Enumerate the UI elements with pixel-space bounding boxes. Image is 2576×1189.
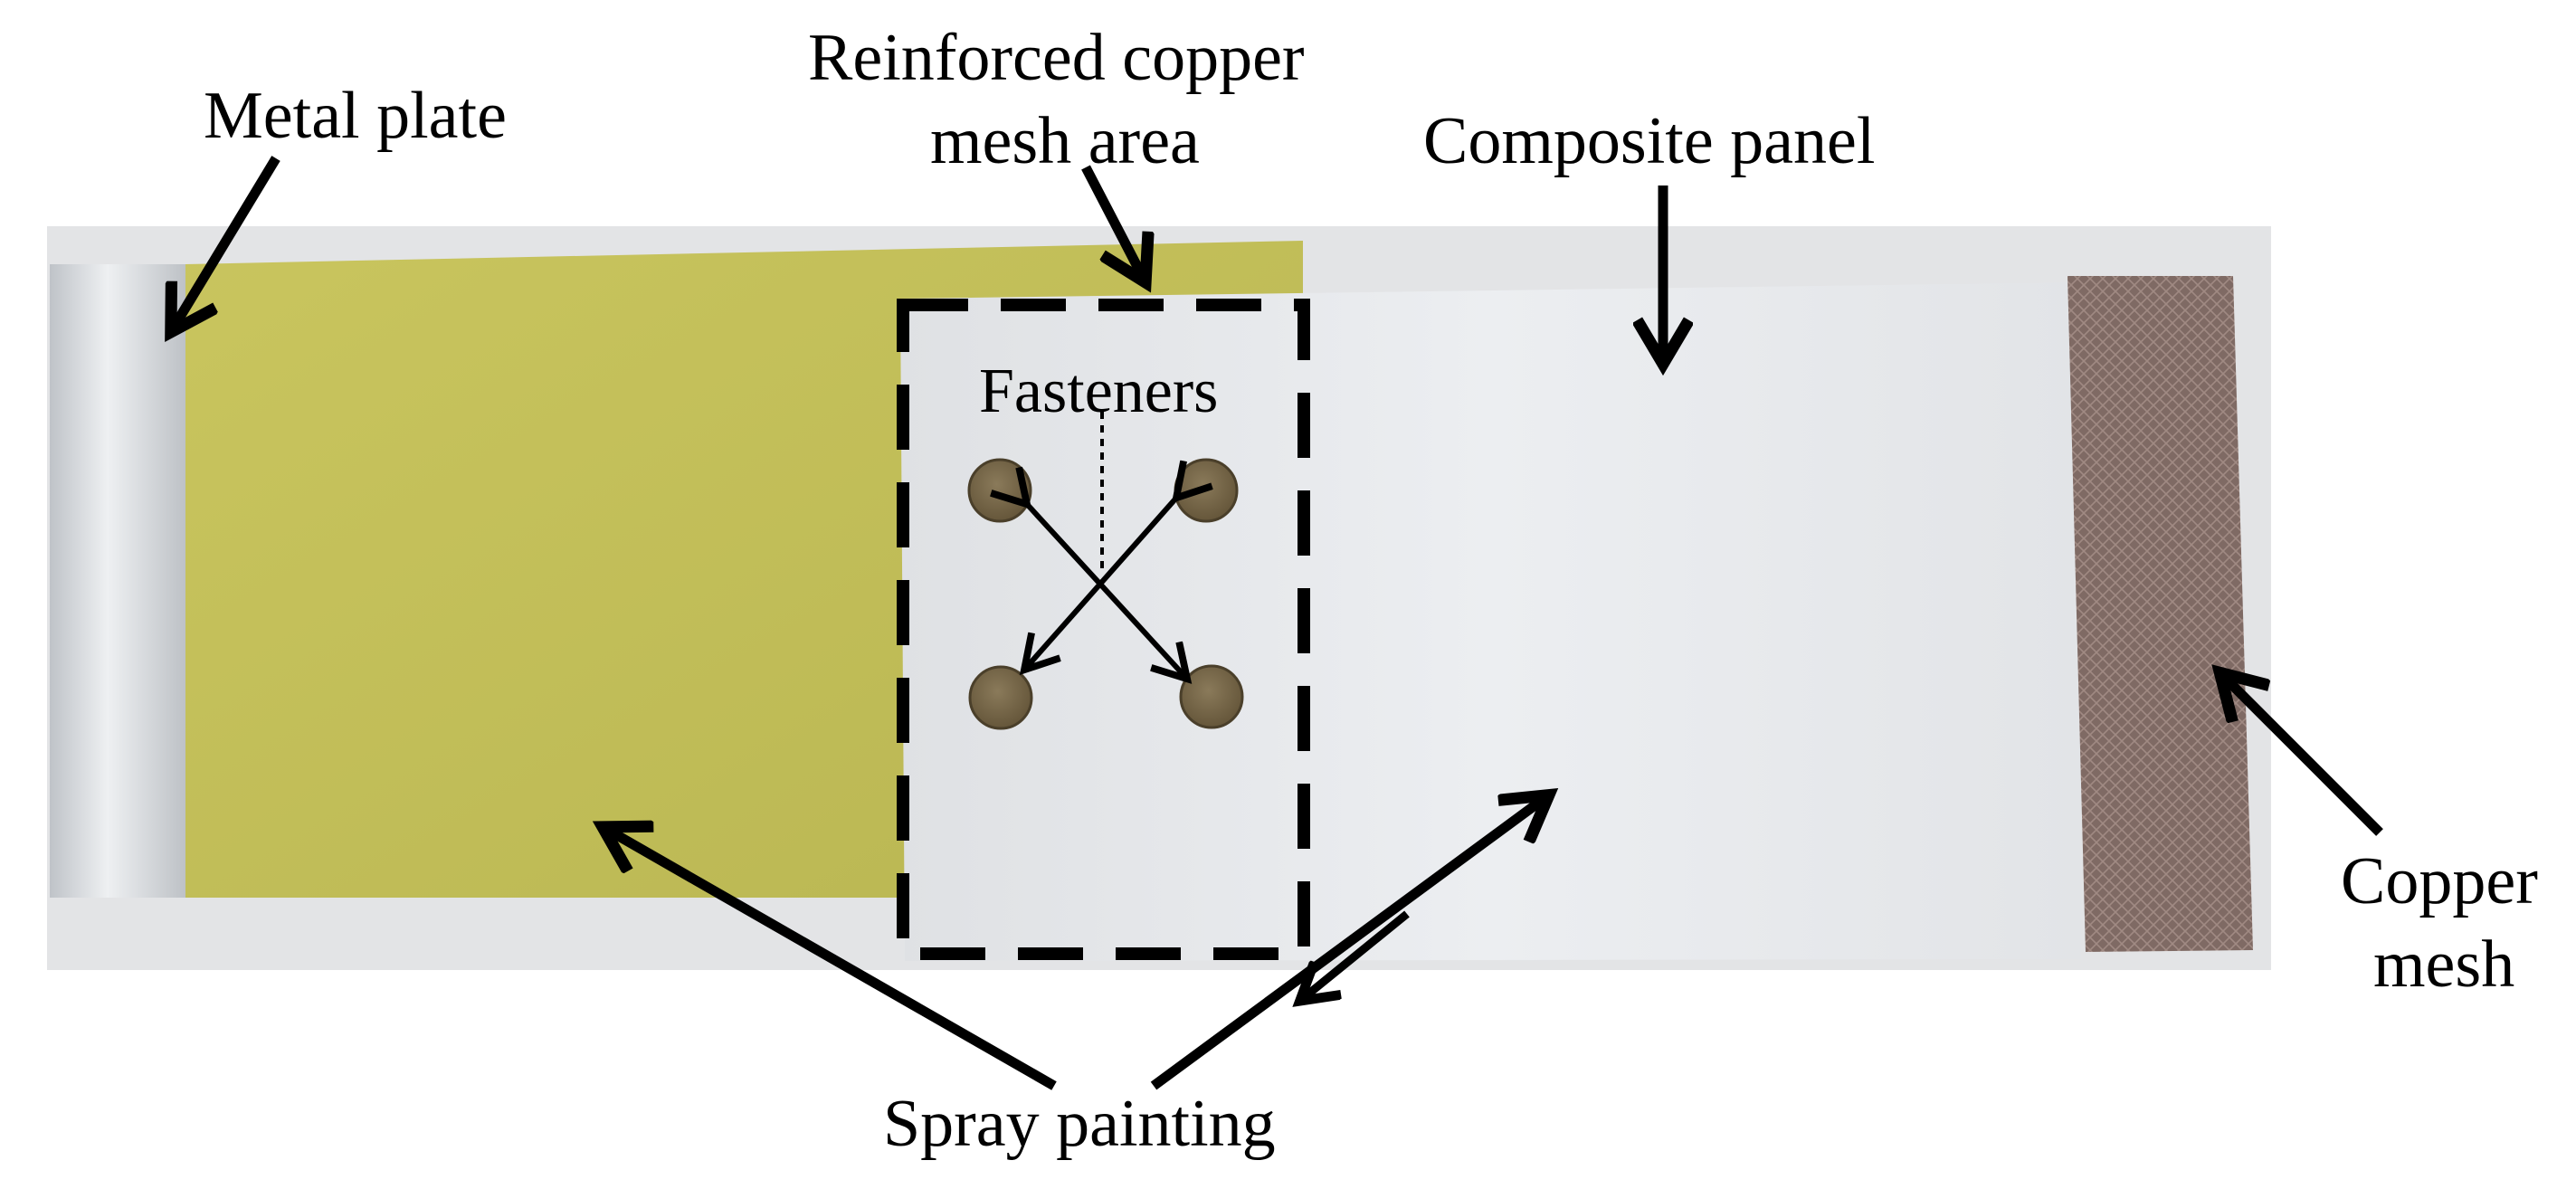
fastener xyxy=(968,665,1033,730)
spray-painting-label: Spray painting xyxy=(883,1087,1276,1161)
spray-painting-arrow-left xyxy=(604,828,1057,1090)
metal-plate-arrow xyxy=(172,156,280,330)
metal-plate-region xyxy=(50,264,195,898)
fastener xyxy=(1179,664,1244,729)
copper-mesh-label-line2: mesh xyxy=(2373,927,2514,1002)
copper-mesh-arrow xyxy=(2221,674,2383,836)
copper-mesh-label: Copper xyxy=(2341,844,2538,918)
fasteners-label: Fasteners xyxy=(979,357,1218,426)
metal-plate-label: Metal plate xyxy=(204,79,507,153)
spray-painting-arrow-panel xyxy=(1301,910,1410,1000)
reinforced-area-label-line2: mesh area xyxy=(930,104,1200,178)
spray-painting-arrow-right xyxy=(1150,796,1547,1090)
reinforced-area-arrow xyxy=(1081,165,1145,281)
reinforced-area-box xyxy=(897,299,1310,960)
fastener xyxy=(967,458,1032,523)
copper-mesh-region xyxy=(2067,276,2253,952)
fastener xyxy=(1174,458,1239,523)
reinforced-area-label: Reinforced copper xyxy=(808,21,1305,95)
composite-panel-region xyxy=(900,282,2081,961)
composite-panel-label: Composite panel xyxy=(1423,104,1875,178)
fastener-diagonal-arrow xyxy=(1026,496,1178,668)
